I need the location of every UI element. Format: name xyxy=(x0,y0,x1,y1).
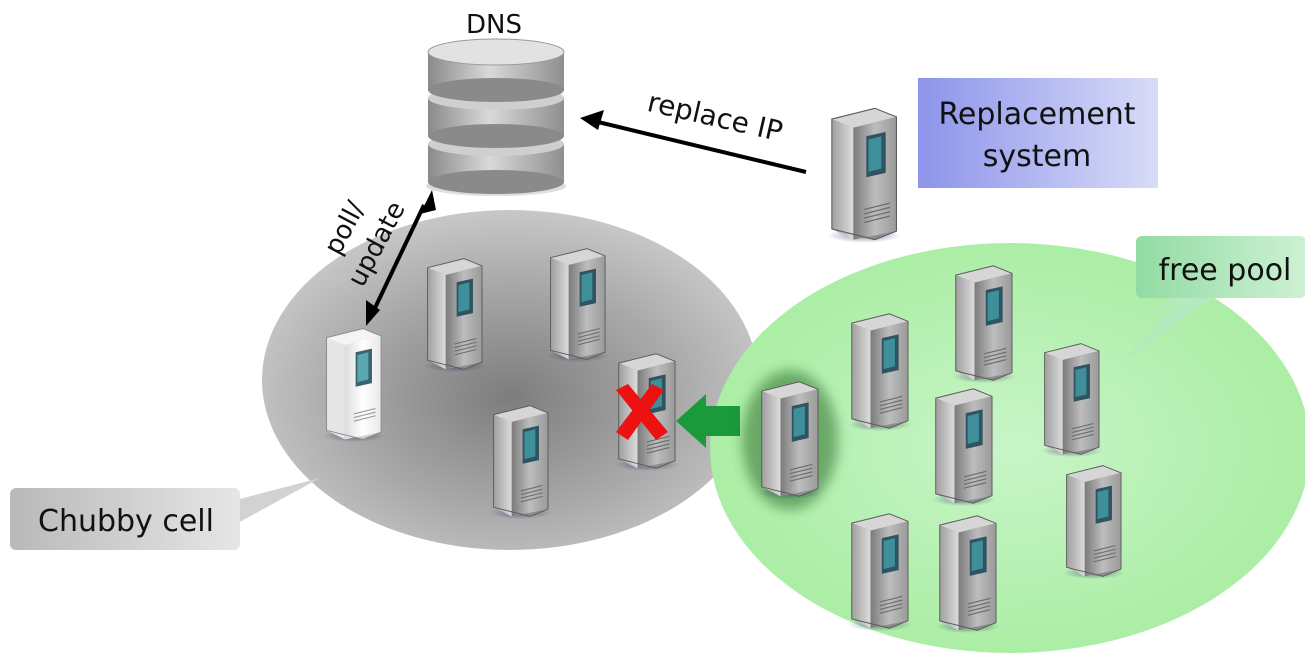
free-pool-server-icon xyxy=(1040,343,1104,458)
free-pool-server-icon xyxy=(951,265,1017,384)
replacement-system-label-line1: Replacement xyxy=(938,97,1135,132)
free-pool-server-icon xyxy=(847,313,913,432)
selected-replacement-server-icon xyxy=(757,381,823,500)
free-pool-server-icon xyxy=(935,515,1001,634)
chubby-server-icon xyxy=(423,257,487,373)
free-pool-server-icon xyxy=(847,513,913,632)
move-to-cell-arrow xyxy=(676,394,740,448)
free-pool-server-icon xyxy=(931,388,997,507)
free-pool-callout: free pool xyxy=(1120,236,1305,364)
dns-database-icon xyxy=(426,38,566,196)
chubby-master-server-icon xyxy=(322,327,386,443)
chubby-server-icon xyxy=(546,247,610,363)
replace-ip-arrow xyxy=(580,110,807,174)
replacement-system-label-line2: system xyxy=(983,139,1091,174)
free-pool-server-icon xyxy=(1062,465,1126,580)
free-pool-label: free pool xyxy=(1159,253,1292,288)
chubby-server-icon xyxy=(489,404,553,520)
dns-label: DNS xyxy=(466,10,522,40)
failure-x-icon xyxy=(616,384,668,440)
replacement-system-server-icon xyxy=(826,107,902,244)
poll-update-arrow xyxy=(366,190,436,326)
chubby-cell-label: Chubby cell xyxy=(38,504,214,539)
chubby-cell-callout: Chubby cell xyxy=(10,478,320,550)
replacement-system-box: Replacement system xyxy=(918,78,1158,188)
